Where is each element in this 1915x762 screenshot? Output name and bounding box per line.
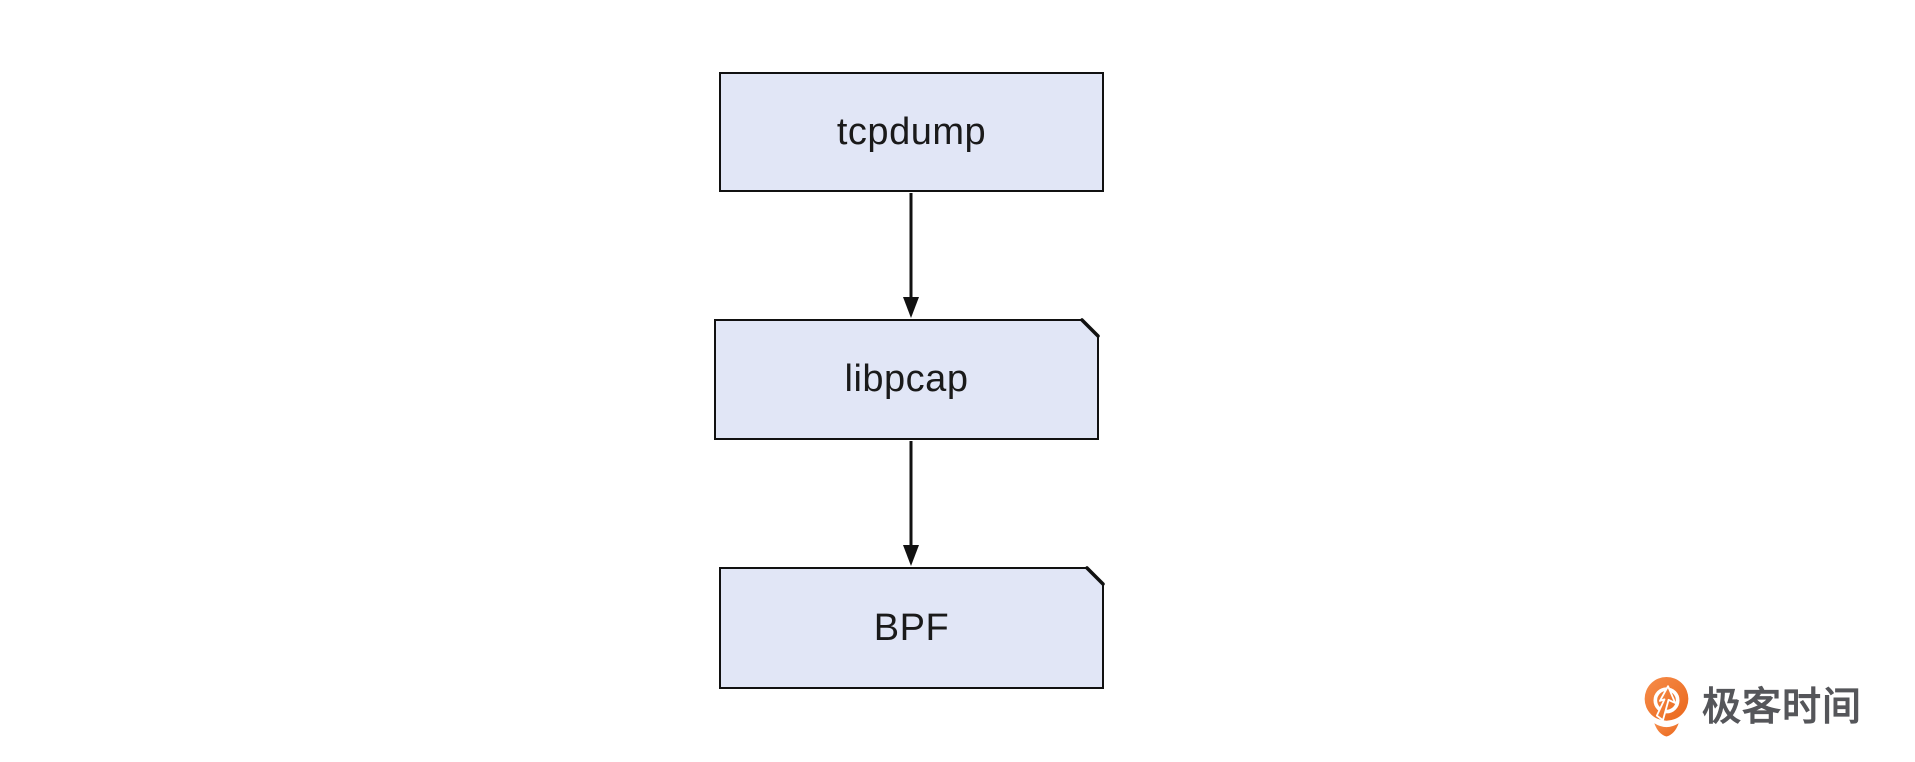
tcpdump-box-shape <box>719 72 1104 192</box>
bpf-box-shape <box>719 567 1104 689</box>
libpcap-box-shape <box>714 319 1099 440</box>
brand-logo-text: 极客时间 <box>1702 686 1863 729</box>
arrowhead-tcpdump-to-libpcap <box>903 297 919 318</box>
geektime-pin-icon <box>1644 677 1689 737</box>
brand-logo: 极客时间 <box>1644 677 1862 738</box>
bpf-fold-corner <box>1085 566 1105 586</box>
arrowhead-libpcap-to-bpf <box>903 545 919 566</box>
libpcap-fold-corner <box>1080 318 1100 338</box>
